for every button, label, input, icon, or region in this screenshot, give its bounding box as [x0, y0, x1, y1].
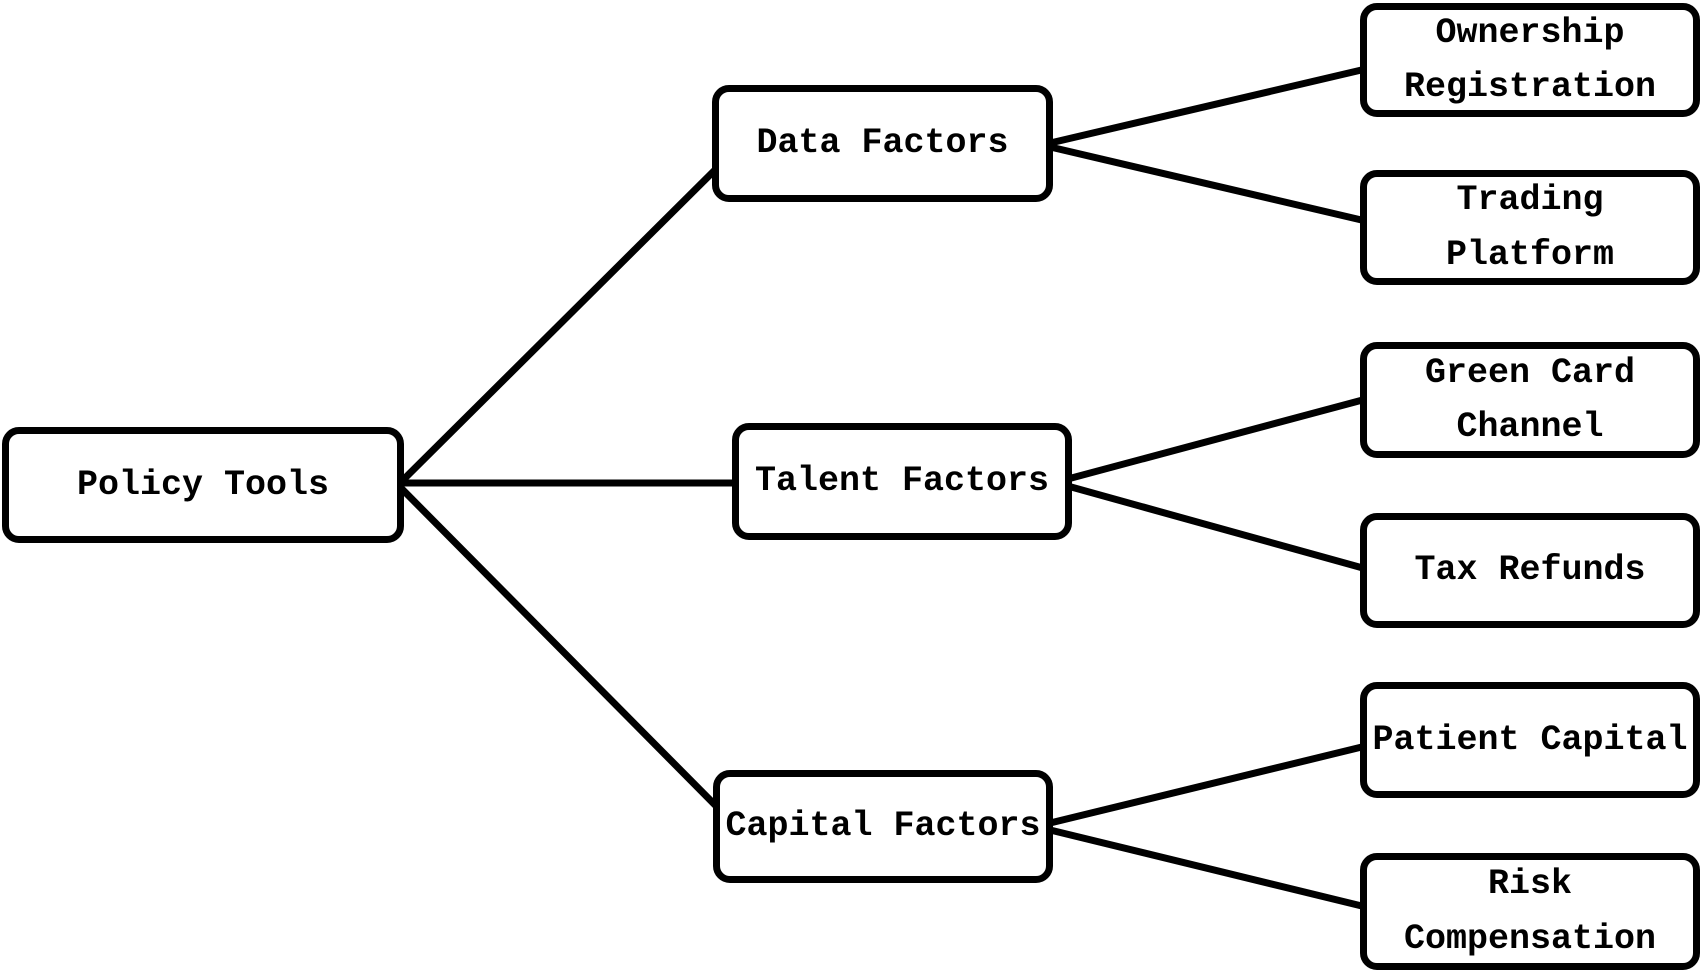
- edge-talent-factors-tax-refunds: [1063, 481, 1371, 574]
- edge-data-factors-ownership: [1045, 64, 1371, 148]
- node-talent-factors: Talent Factors: [732, 423, 1072, 540]
- node-capital-factors: Capital Factors: [713, 770, 1053, 883]
- node-green-card-channel-label: Green Card Channel: [1424, 352, 1636, 447]
- node-patient-capital: Patient Capital: [1360, 682, 1700, 798]
- node-risk-compensation-label: Risk Compensation: [1403, 864, 1657, 959]
- node-risk-compensation: Risk Compensation: [1360, 853, 1700, 970]
- node-ownership-registration-label: Ownership Registration: [1403, 12, 1657, 107]
- node-trading-platform: Trading Platform: [1360, 170, 1700, 285]
- edge-policy-tools-capital-factors: [395, 482, 728, 818]
- node-ownership-registration: Ownership Registration: [1360, 3, 1700, 117]
- node-policy-tools-label: Policy Tools: [76, 464, 330, 505]
- node-policy-tools: Policy Tools: [2, 427, 404, 543]
- node-trading-platform-label: Trading Platform: [1445, 180, 1615, 275]
- node-tax-refunds: Tax Refunds: [1360, 513, 1700, 628]
- edge-capital-factors-patient: [1045, 741, 1371, 828]
- node-data-factors-label: Data Factors: [756, 123, 1009, 164]
- node-patient-capital-label: Patient Capital: [1372, 719, 1688, 760]
- node-talent-factors-label: Talent Factors: [754, 461, 1050, 502]
- edge-capital-factors-risk: [1045, 825, 1371, 912]
- node-data-factors: Data Factors: [712, 85, 1053, 202]
- edge-data-factors-trading: [1045, 142, 1371, 226]
- node-tax-refunds-label: Tax Refunds: [1414, 550, 1646, 591]
- edge-policy-tools-data-factors: [395, 157, 728, 488]
- node-green-card-channel: Green Card Channel: [1360, 342, 1700, 458]
- edge-talent-factors-green-card: [1063, 394, 1371, 484]
- node-capital-factors-label: Capital Factors: [725, 806, 1041, 847]
